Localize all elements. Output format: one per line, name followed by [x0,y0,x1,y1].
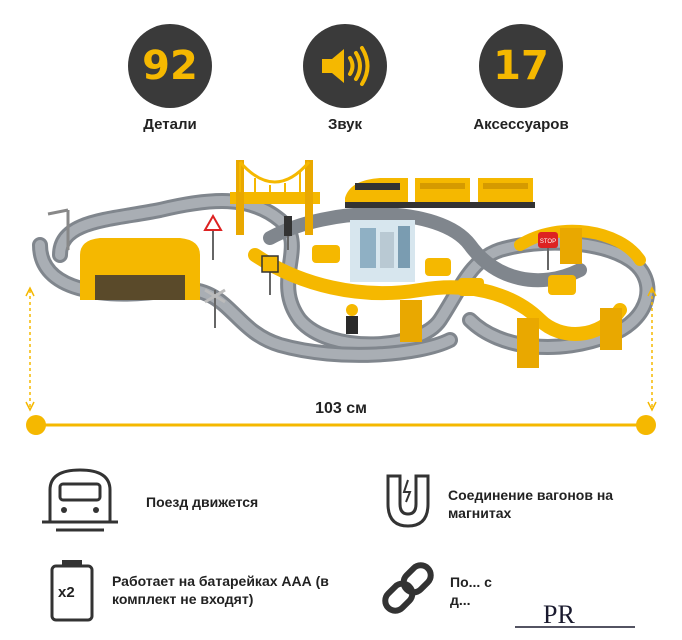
track-loop-outer-rail [55,196,653,352]
road-sign [261,255,279,295]
bridge [230,160,320,235]
chain-link-icon [378,558,438,623]
pillar [517,318,539,368]
feature-magnets: Соединение вагонов на магнитах [380,470,623,537]
warning-sign [203,213,223,260]
dimension-label: 103 см [315,400,367,417]
svg-text:PR: PR [543,600,575,629]
feature-battery: x2 Работает на батарейках ААА (в комплек… [46,558,342,622]
excavator-toy [425,258,451,276]
stat-sound: Звук [275,24,415,133]
pillar [400,300,422,342]
feature-magnets-text: Соединение вагонов на магнитах [448,486,614,521]
pillar [560,228,582,264]
train [345,178,535,208]
battery-count-badge: x2 [58,584,75,601]
train-set-image: STOP [32,160,656,368]
pillar [600,308,622,350]
track-inner [263,207,587,288]
loader-toy [458,278,484,296]
elevated-track-right [514,224,646,266]
stop-sign-text: STOP [540,239,556,245]
brand-logo: PR [505,595,645,635]
truck-toy [312,245,340,263]
building-box [350,220,415,282]
stat-accessories: 17 Аксессуаров [451,24,591,133]
feature-connection-text: По... с д... [450,573,492,608]
feature-train-moves: Поезд движется [38,460,258,543]
crane-toy [548,275,576,295]
magnet-icon [380,470,436,537]
traffic-light [284,216,292,250]
track-loop-lower-rail [35,240,455,360]
stat-accessories-label: Аксессуаров [473,116,569,133]
stat-parts-label: Детали [143,116,197,133]
feature-train-moves-text: Поезд движется [146,493,259,510]
street-lamp [47,208,70,250]
stop-sign: STOP [538,232,558,270]
worker-figure [346,304,358,334]
railway-crossing-sign [204,288,226,328]
stat-sound-label: Звук [327,116,363,133]
speaker-icon [303,24,387,108]
stat-parts-value: 92 [128,24,212,108]
feature-connection: По... с д... [378,558,510,623]
stat-accessories-value: 17 [479,24,563,108]
stat-parts: 92 Детали [100,24,240,133]
tunnel [80,238,200,300]
train-icon [38,460,122,543]
battery-icon: x2 [46,558,98,622]
dimension-line [25,286,657,435]
feature-battery-text: Работает на батарейках ААА (в комплект н… [112,573,329,607]
